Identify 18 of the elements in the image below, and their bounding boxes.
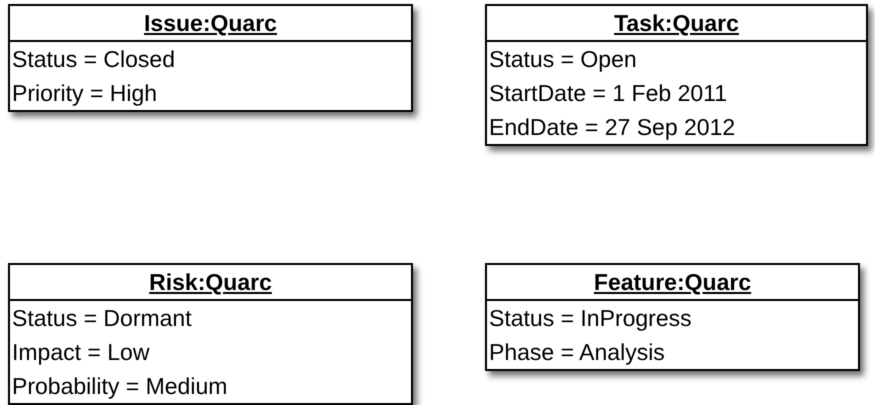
attribute-text: EndDate = 27 Sep 2012 (488, 113, 736, 142)
object-box (485, 4, 868, 146)
attribute-text: Status = InProgress (488, 304, 693, 333)
object-box (8, 263, 413, 405)
attribute-text: Status = Closed (11, 45, 176, 74)
attribute-text: Phase = Analysis (488, 338, 666, 367)
attribute-text: Priority = High (11, 79, 158, 108)
object-name: Feature:Quarc (487, 265, 858, 301)
object-box (8, 4, 413, 112)
attribute-text: Impact = Low (11, 338, 150, 367)
object-name: Issue:Quarc (10, 6, 411, 42)
attribute-text: Probability = Medium (11, 372, 228, 401)
object-name: Risk:Quarc (10, 265, 411, 301)
object-box (485, 263, 860, 371)
attribute-text: StartDate = 1 Feb 2011 (488, 79, 728, 108)
attribute-text: Status = Open (488, 45, 638, 74)
object-name: Task:Quarc (487, 6, 866, 42)
attribute-text: Status = Dormant (11, 304, 193, 333)
